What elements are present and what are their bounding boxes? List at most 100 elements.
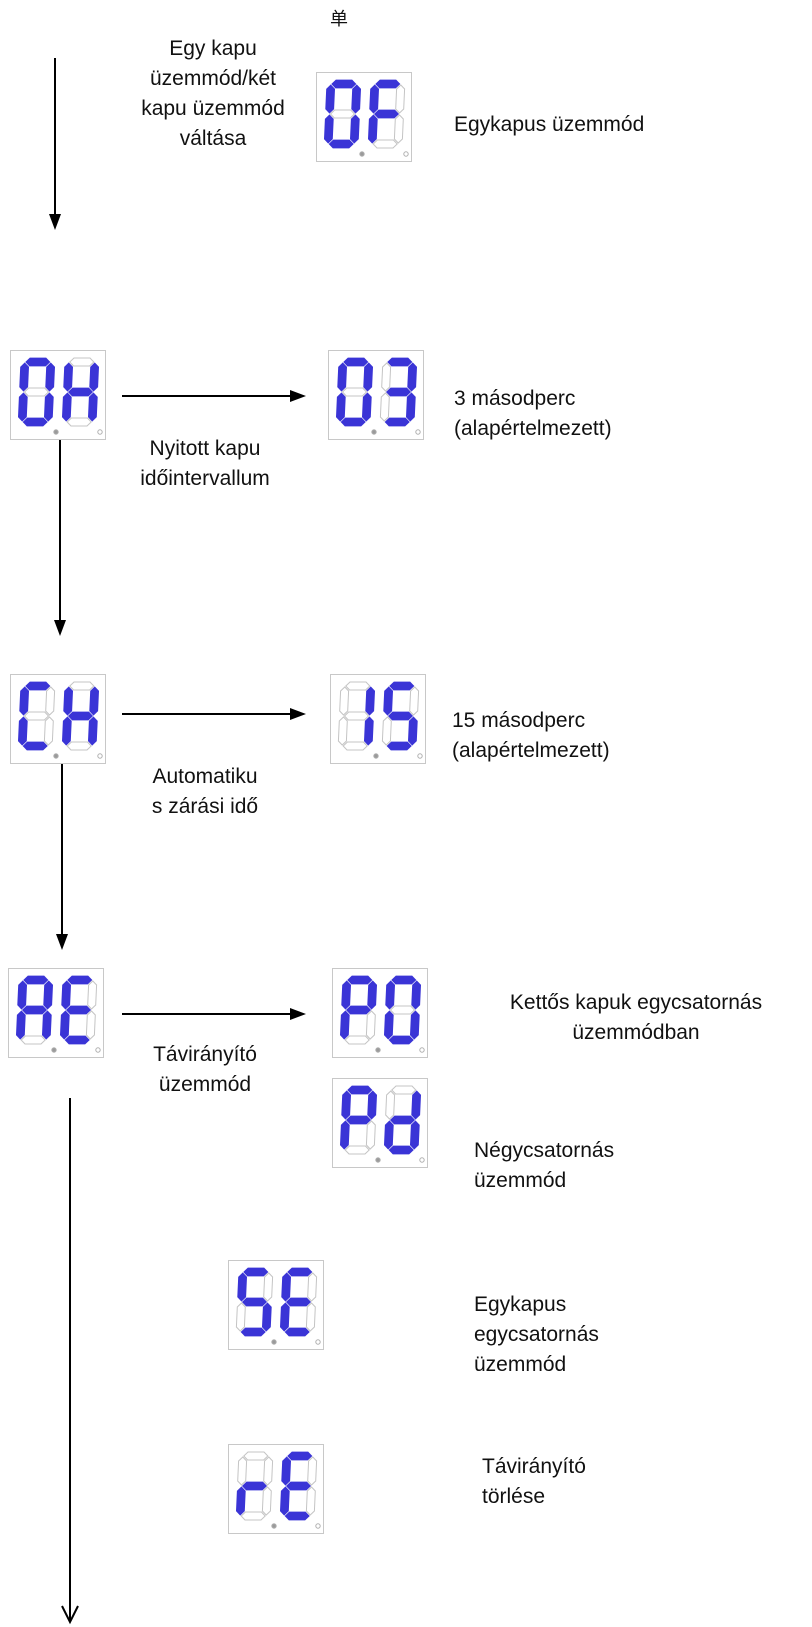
segment-e-on bbox=[339, 1010, 350, 1040]
decimal-point bbox=[315, 1339, 321, 1345]
segment-a-off bbox=[69, 357, 95, 367]
segment-c-off bbox=[305, 1302, 316, 1332]
segment-f-off bbox=[339, 686, 350, 716]
segment-g-on bbox=[285, 1297, 312, 1307]
segment-b-on bbox=[367, 1090, 378, 1120]
segment-g-on bbox=[389, 1115, 416, 1125]
segment-e-on bbox=[17, 392, 28, 422]
segment-c-on bbox=[41, 1010, 52, 1040]
segment-a-on bbox=[391, 975, 417, 985]
segment-a-on bbox=[387, 357, 413, 367]
segment-d-on bbox=[384, 417, 410, 427]
segment-d-off bbox=[344, 1035, 370, 1045]
decimal-point bbox=[53, 753, 59, 759]
segment-f-off bbox=[381, 362, 392, 392]
segment-g-off bbox=[343, 711, 370, 721]
decimal-point bbox=[53, 429, 59, 435]
segment-e-off bbox=[381, 716, 392, 746]
segment-a-on bbox=[287, 1451, 313, 1461]
segment-d-on bbox=[328, 139, 354, 149]
segment-c-on bbox=[409, 1120, 420, 1150]
decimal-point bbox=[271, 1523, 277, 1529]
decimal-point bbox=[359, 151, 365, 157]
segment-a-on bbox=[389, 681, 415, 691]
segment-b-on bbox=[45, 362, 56, 392]
segment-e-on bbox=[367, 114, 378, 144]
segment-f-on bbox=[281, 1456, 292, 1486]
segment-e-on bbox=[235, 1486, 246, 1516]
segment-b-on bbox=[351, 84, 362, 114]
segment-d-on bbox=[240, 1327, 266, 1337]
segment-a-on bbox=[375, 79, 401, 89]
decimal-point bbox=[417, 753, 423, 759]
segment-d-on bbox=[388, 1145, 414, 1155]
segment-f-on bbox=[237, 1272, 248, 1302]
decimal-point bbox=[375, 1047, 381, 1053]
step-4-option-1-label: Kettős kapuk egycsatornás üzemmódban bbox=[509, 991, 763, 1044]
segment-b-off bbox=[307, 1272, 318, 1302]
segment-c-off bbox=[305, 1486, 316, 1516]
segment-e-on bbox=[383, 1120, 394, 1150]
segment-f-on bbox=[385, 980, 396, 1010]
segment-a-on bbox=[347, 1085, 373, 1095]
segment-b-off bbox=[45, 686, 56, 716]
segment-c-on bbox=[407, 716, 418, 746]
segment-b-off bbox=[307, 1456, 318, 1486]
segment-g-on bbox=[387, 711, 414, 721]
segment-a-off bbox=[69, 681, 95, 691]
segment-a-on bbox=[25, 681, 51, 691]
segment-f-on bbox=[19, 686, 30, 716]
segment-d-on bbox=[22, 417, 48, 427]
segment-e-on bbox=[59, 1010, 70, 1040]
segment-c-on bbox=[43, 392, 54, 422]
decimal-point bbox=[97, 753, 103, 759]
segment-b-on bbox=[89, 362, 100, 392]
segment-d-off bbox=[344, 1145, 370, 1155]
segment-e-on bbox=[279, 1486, 290, 1516]
segment-b-on bbox=[43, 980, 54, 1010]
segment-d-off bbox=[240, 1511, 266, 1521]
segment-a-on bbox=[25, 357, 51, 367]
segment-a-on bbox=[243, 1267, 269, 1277]
step-4-option-2-label: Négycsatornás üzemmód bbox=[474, 1139, 615, 1192]
segment-f-on bbox=[383, 686, 394, 716]
decimal-point bbox=[51, 1047, 57, 1053]
segment-f-on bbox=[337, 362, 348, 392]
step-5-option-1-label: Egykapus egycsatornás üzemmód bbox=[474, 1293, 599, 1376]
segment-d-on bbox=[284, 1327, 310, 1337]
segment-g-off bbox=[341, 387, 368, 397]
decimal-point bbox=[403, 151, 409, 157]
segment-c-on bbox=[261, 1302, 272, 1332]
segment-b-off bbox=[409, 686, 420, 716]
top-character: 单 bbox=[330, 9, 348, 30]
decimal-point bbox=[271, 1339, 277, 1345]
segment-f-on bbox=[61, 980, 72, 1010]
segment-g-off bbox=[23, 387, 50, 397]
segment-e-on bbox=[61, 716, 72, 746]
segment-c-off bbox=[43, 716, 54, 746]
segment-g-on bbox=[241, 1297, 268, 1307]
segment-f-on bbox=[341, 980, 352, 1010]
segment-b-off bbox=[395, 84, 406, 114]
segment-b-off bbox=[263, 1272, 274, 1302]
segment-f-on bbox=[369, 84, 380, 114]
step-2-option-1-display bbox=[328, 350, 424, 440]
step-1-label: Egy kapu üzemmód/két kapu üzemmód váltás… bbox=[141, 37, 285, 150]
segment-e-off bbox=[235, 1302, 246, 1332]
segment-e-on bbox=[15, 1010, 26, 1040]
segment-b-off bbox=[87, 980, 98, 1010]
segment-e-on bbox=[323, 114, 334, 144]
segment-a-off bbox=[243, 1451, 269, 1461]
step-2-option-1-label: 3 másodperc (alapértelmezett) bbox=[454, 387, 612, 440]
segment-e-off bbox=[379, 392, 390, 422]
segment-e-off bbox=[337, 716, 348, 746]
segment-e-on bbox=[383, 1010, 394, 1040]
step-1-option-1-label: Egykapus üzemmód bbox=[454, 113, 645, 136]
segment-d-off bbox=[342, 741, 368, 751]
segment-c-on bbox=[87, 716, 98, 746]
decimal-point bbox=[315, 1523, 321, 1529]
step-5-option-2-display bbox=[228, 1444, 324, 1534]
segment-c-off bbox=[393, 114, 404, 144]
segment-c-off bbox=[85, 1010, 96, 1040]
decimal-point bbox=[371, 429, 377, 435]
